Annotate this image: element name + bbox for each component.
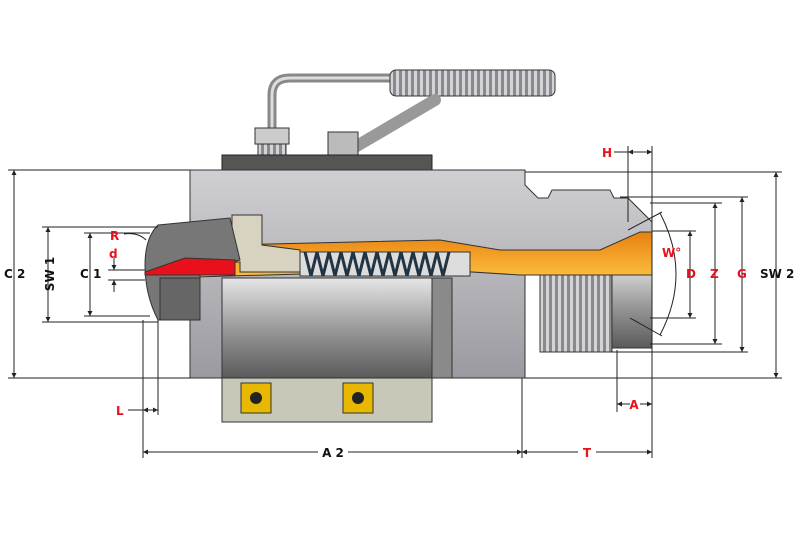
dimension-lines [8, 146, 782, 458]
label-z: Z [710, 267, 719, 281]
label-d-small: d [109, 247, 118, 261]
label-sw1: SW 1 [43, 257, 57, 291]
nozzle [144, 257, 236, 276]
spring [299, 251, 471, 277]
label-g: G [737, 267, 747, 281]
label-a: A [629, 398, 639, 412]
label-w: W° [662, 246, 681, 260]
label-h: H [602, 146, 612, 160]
label-l: L [116, 404, 124, 418]
sleeve [221, 277, 433, 379]
label-d: D [686, 267, 696, 281]
label-c1: C 1 [80, 267, 101, 281]
label-c2: C 2 [4, 267, 25, 281]
label-r: R [110, 229, 119, 243]
top-cap [221, 154, 433, 172]
label-a2: A 2 [322, 446, 344, 460]
label-sw2: SW 2 [760, 267, 794, 281]
label-t: T [583, 446, 592, 460]
